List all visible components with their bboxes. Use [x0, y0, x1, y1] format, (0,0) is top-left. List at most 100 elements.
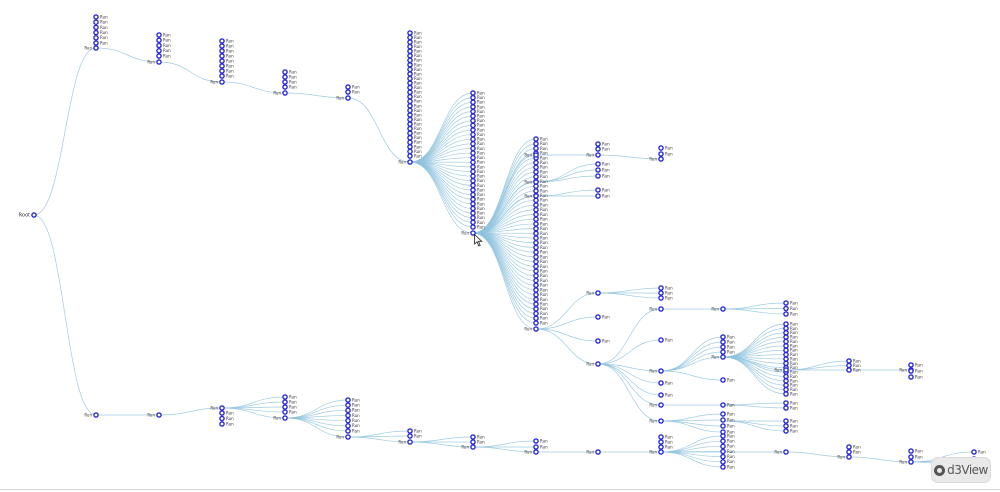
tree-node[interactable]: Run	[93, 40, 108, 46]
node-circle[interactable]	[470, 145, 476, 152]
tree-node[interactable]: Run	[658, 434, 673, 440]
node-circle[interactable]	[658, 156, 664, 162]
node-circle[interactable]	[533, 326, 539, 332]
node-circle[interactable]	[908, 459, 914, 465]
tree-node[interactable]: Run	[720, 334, 735, 340]
tree-node[interactable]: Run	[711, 354, 726, 360]
node-circle[interactable]	[407, 30, 413, 36]
tree-node[interactable]: Run	[783, 311, 798, 317]
node-circle[interactable]	[720, 411, 726, 417]
node-circle[interactable]	[533, 320, 539, 326]
tree-node[interactable]: Run	[658, 295, 673, 301]
node-circle[interactable]	[783, 405, 789, 411]
node-circle[interactable]	[720, 377, 726, 383]
node-circle[interactable]	[407, 428, 413, 434]
node-circle[interactable]	[846, 362, 852, 369]
tree-node[interactable]: Run	[783, 418, 798, 424]
node-circle[interactable]	[658, 418, 664, 424]
node-circle[interactable]	[533, 173, 539, 180]
tree-node[interactable]: Run	[649, 156, 664, 162]
node-circle[interactable]	[533, 296, 539, 303]
tree-node[interactable]: Run	[93, 35, 108, 41]
tree-node[interactable]: Run	[586, 290, 601, 296]
node-circle[interactable]	[407, 112, 413, 118]
tree-node[interactable]: Run	[720, 344, 735, 350]
tree-node[interactable]: Run	[837, 454, 852, 460]
tree-node[interactable]: Run	[533, 315, 548, 322]
tree-node[interactable]: Run	[649, 449, 664, 455]
node-circle[interactable]	[407, 57, 413, 64]
node-circle[interactable]	[470, 113, 476, 119]
node-circle[interactable]	[470, 164, 476, 170]
node-circle[interactable]	[783, 305, 789, 312]
node-circle[interactable]	[470, 214, 476, 221]
node-circle[interactable]	[345, 397, 351, 403]
tree-node[interactable]: Run	[219, 53, 234, 59]
tree-node[interactable]: Run	[586, 449, 601, 455]
tree-node[interactable]: Run	[345, 423, 360, 429]
tree-node[interactable]: Run	[720, 453, 735, 460]
node-circle[interactable]	[407, 84, 413, 91]
tree-node[interactable]: Run	[658, 285, 673, 291]
node-circle[interactable]	[345, 428, 351, 434]
node-circle[interactable]	[407, 107, 413, 114]
tree-node[interactable]: Run	[470, 434, 485, 440]
node-circle[interactable]	[219, 68, 225, 74]
node-circle[interactable]	[720, 344, 726, 350]
node-circle[interactable]	[783, 356, 789, 362]
node-circle[interactable]	[533, 438, 539, 444]
node-circle[interactable]	[219, 405, 225, 411]
tree-node[interactable]: Run	[156, 53, 171, 59]
tree-node[interactable]: Run	[595, 161, 610, 167]
tree-node[interactable]: Run	[524, 152, 539, 158]
tree-node[interactable]: Run	[711, 306, 726, 312]
node-circle[interactable]	[407, 153, 413, 159]
node-circle[interactable]	[470, 117, 476, 124]
tree-node[interactable]: Run	[398, 439, 413, 445]
tree-node[interactable]: Run	[407, 153, 422, 159]
tree-node[interactable]: Run	[219, 415, 234, 422]
tree-node[interactable]: Run	[336, 434, 351, 440]
tree-node[interactable]: Run	[783, 300, 798, 306]
tree-node[interactable]: Run	[720, 417, 735, 423]
node-circle[interactable]	[533, 277, 539, 284]
tree-node[interactable]: Run	[720, 459, 735, 465]
tree-node[interactable]: Run	[93, 14, 108, 20]
tree-node[interactable]: Run	[470, 224, 485, 230]
node-circle[interactable]	[971, 449, 977, 455]
tree-node[interactable]: Run	[586, 152, 601, 158]
node-circle[interactable]	[658, 290, 664, 296]
node-circle[interactable]	[533, 249, 539, 256]
node-circle[interactable]	[407, 93, 413, 100]
node-circle[interactable]	[156, 32, 162, 38]
tree-node[interactable]: Run	[783, 405, 798, 411]
tree-node[interactable]: Run	[345, 84, 360, 90]
tree-node[interactable]: Run	[846, 367, 861, 373]
tree-node[interactable]: Run	[470, 154, 485, 161]
node-circle[interactable]	[93, 412, 99, 418]
node-circle[interactable]	[720, 306, 726, 312]
node-circle[interactable]	[470, 210, 476, 216]
tree-node[interactable]: Run	[720, 377, 735, 383]
tree-node[interactable]: Run	[720, 402, 735, 408]
node-circle[interactable]	[345, 434, 351, 440]
tree-node[interactable]: Run	[93, 19, 108, 26]
node-circle[interactable]	[595, 161, 601, 167]
node-circle[interactable]	[658, 402, 664, 408]
node-circle[interactable]	[282, 90, 288, 96]
tree-node[interactable]: Run	[720, 464, 735, 470]
tree-node[interactable]: Run	[649, 306, 664, 312]
tree-node[interactable]: Run	[720, 411, 735, 417]
node-circle[interactable]	[470, 434, 476, 440]
tree-node[interactable]: Run	[407, 428, 422, 434]
tree-node[interactable]: Run	[533, 140, 548, 147]
tree-node[interactable]: Run	[524, 193, 539, 199]
node-circle[interactable]	[407, 144, 413, 150]
node-circle[interactable]	[219, 79, 225, 85]
tree-node[interactable]: Run	[398, 159, 413, 165]
node-circle[interactable]	[156, 37, 162, 44]
node-circle[interactable]	[470, 444, 476, 450]
tree-node[interactable]: Run	[156, 47, 171, 54]
node-circle[interactable]	[470, 154, 476, 161]
node-circle[interactable]	[407, 121, 413, 127]
